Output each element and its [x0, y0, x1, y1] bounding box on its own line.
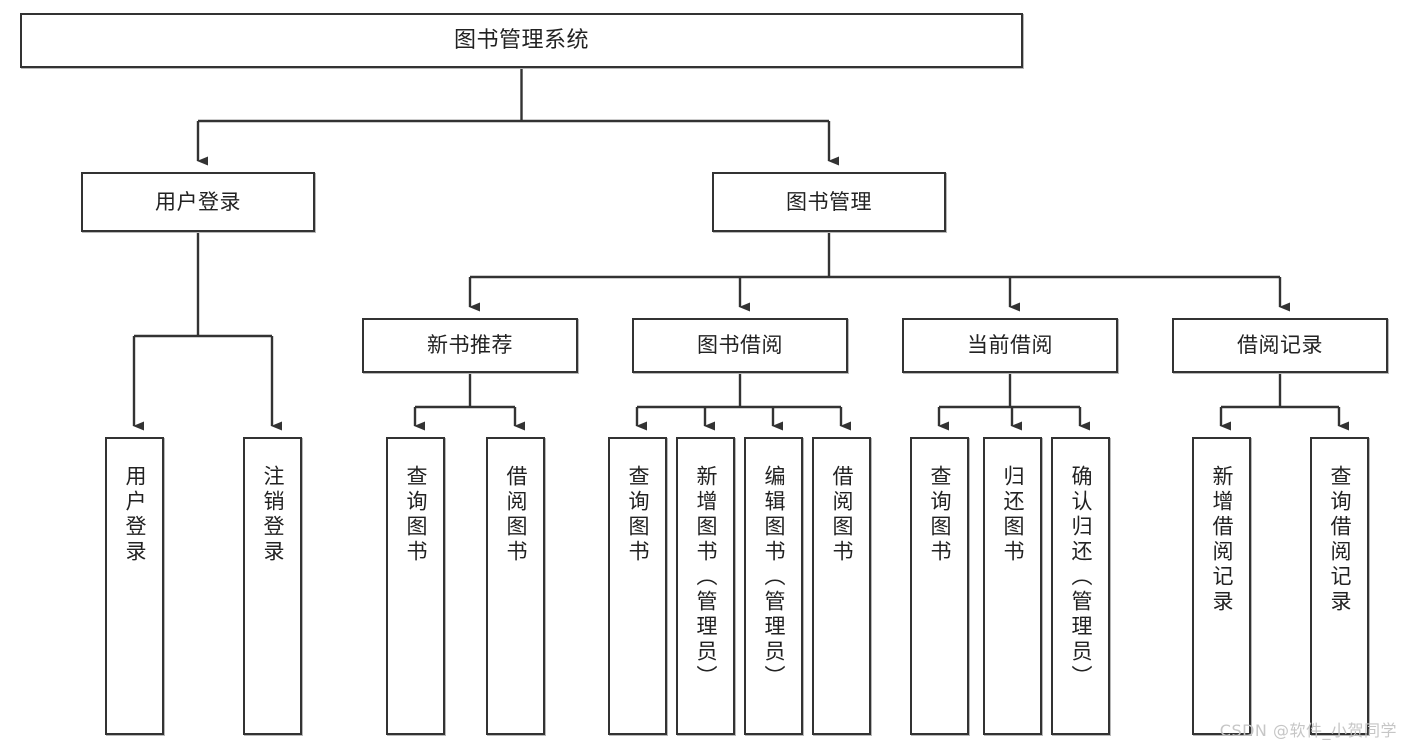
node-label-current-borrow: 当前借阅 — [967, 333, 1053, 358]
node-root[interactable]: 图书管理系统 — [20, 13, 1023, 68]
node-leaf-cur-query[interactable]: 查询图书 — [910, 437, 969, 735]
node-leaf-rec-query[interactable]: 查询图书 — [386, 437, 445, 735]
node-label-root: 图书管理系统 — [453, 27, 589, 53]
node-label-book-manage: 图书管理 — [786, 189, 872, 214]
node-label-leaf-brw-edit: 编辑图书（管理员） — [762, 465, 786, 690]
node-label-leaf-user-logout: 注销登录 — [261, 465, 285, 565]
node-label-borrow-record: 借阅记录 — [1237, 333, 1323, 358]
node-label-leaf-cur-return: 归还图书 — [1001, 465, 1025, 565]
node-leaf-cur-return[interactable]: 归还图书 — [983, 437, 1042, 735]
node-label-leaf-brw-query: 查询图书 — [626, 465, 650, 565]
node-leaf-rec-add[interactable]: 新增借阅记录 — [1192, 437, 1251, 735]
node-leaf-brw-edit[interactable]: 编辑图书（管理员） — [744, 437, 803, 735]
node-current-borrow[interactable]: 当前借阅 — [902, 318, 1118, 373]
node-leaf-rec-borrow[interactable]: 借阅图书 — [486, 437, 545, 735]
node-leaf-user-login[interactable]: 用户登录 — [105, 437, 164, 735]
node-label-new-book-rec: 新书推荐 — [427, 333, 513, 358]
node-label-user-login: 用户登录 — [155, 189, 241, 214]
node-label-leaf-user-login: 用户登录 — [123, 465, 147, 565]
node-label-leaf-cur-query: 查询图书 — [928, 465, 952, 565]
node-label-book-borrow: 图书借阅 — [697, 333, 783, 358]
node-label-leaf-rec-add: 新增借阅记录 — [1210, 465, 1234, 615]
node-leaf-brw-query[interactable]: 查询图书 — [608, 437, 667, 735]
node-user-login[interactable]: 用户登录 — [81, 172, 315, 232]
connector-lines — [132, 68, 1349, 431]
node-label-leaf-rec-query: 查询图书 — [404, 465, 428, 565]
node-book-borrow[interactable]: 图书借阅 — [632, 318, 848, 373]
node-label-leaf-rec-borrow: 借阅图书 — [504, 465, 528, 565]
node-new-book-rec[interactable]: 新书推荐 — [362, 318, 578, 373]
node-label-leaf-brw-loan: 借阅图书 — [830, 465, 854, 565]
node-label-leaf-cur-confirm: 确认归还（管理员） — [1069, 465, 1093, 690]
node-leaf-user-logout[interactable]: 注销登录 — [243, 437, 302, 735]
node-book-manage[interactable]: 图书管理 — [712, 172, 946, 232]
node-borrow-record[interactable]: 借阅记录 — [1172, 318, 1388, 373]
node-leaf-rec-search[interactable]: 查询借阅记录 — [1310, 437, 1369, 735]
node-leaf-cur-confirm[interactable]: 确认归还（管理员） — [1051, 437, 1110, 735]
node-leaf-brw-loan[interactable]: 借阅图书 — [812, 437, 871, 735]
node-label-leaf-rec-search: 查询借阅记录 — [1328, 465, 1352, 615]
watermark-label: CSDN @软件_小贺同学 — [1219, 721, 1397, 740]
node-leaf-brw-add[interactable]: 新增图书（管理员） — [676, 437, 735, 735]
node-label-leaf-brw-add: 新增图书（管理员） — [694, 465, 718, 690]
